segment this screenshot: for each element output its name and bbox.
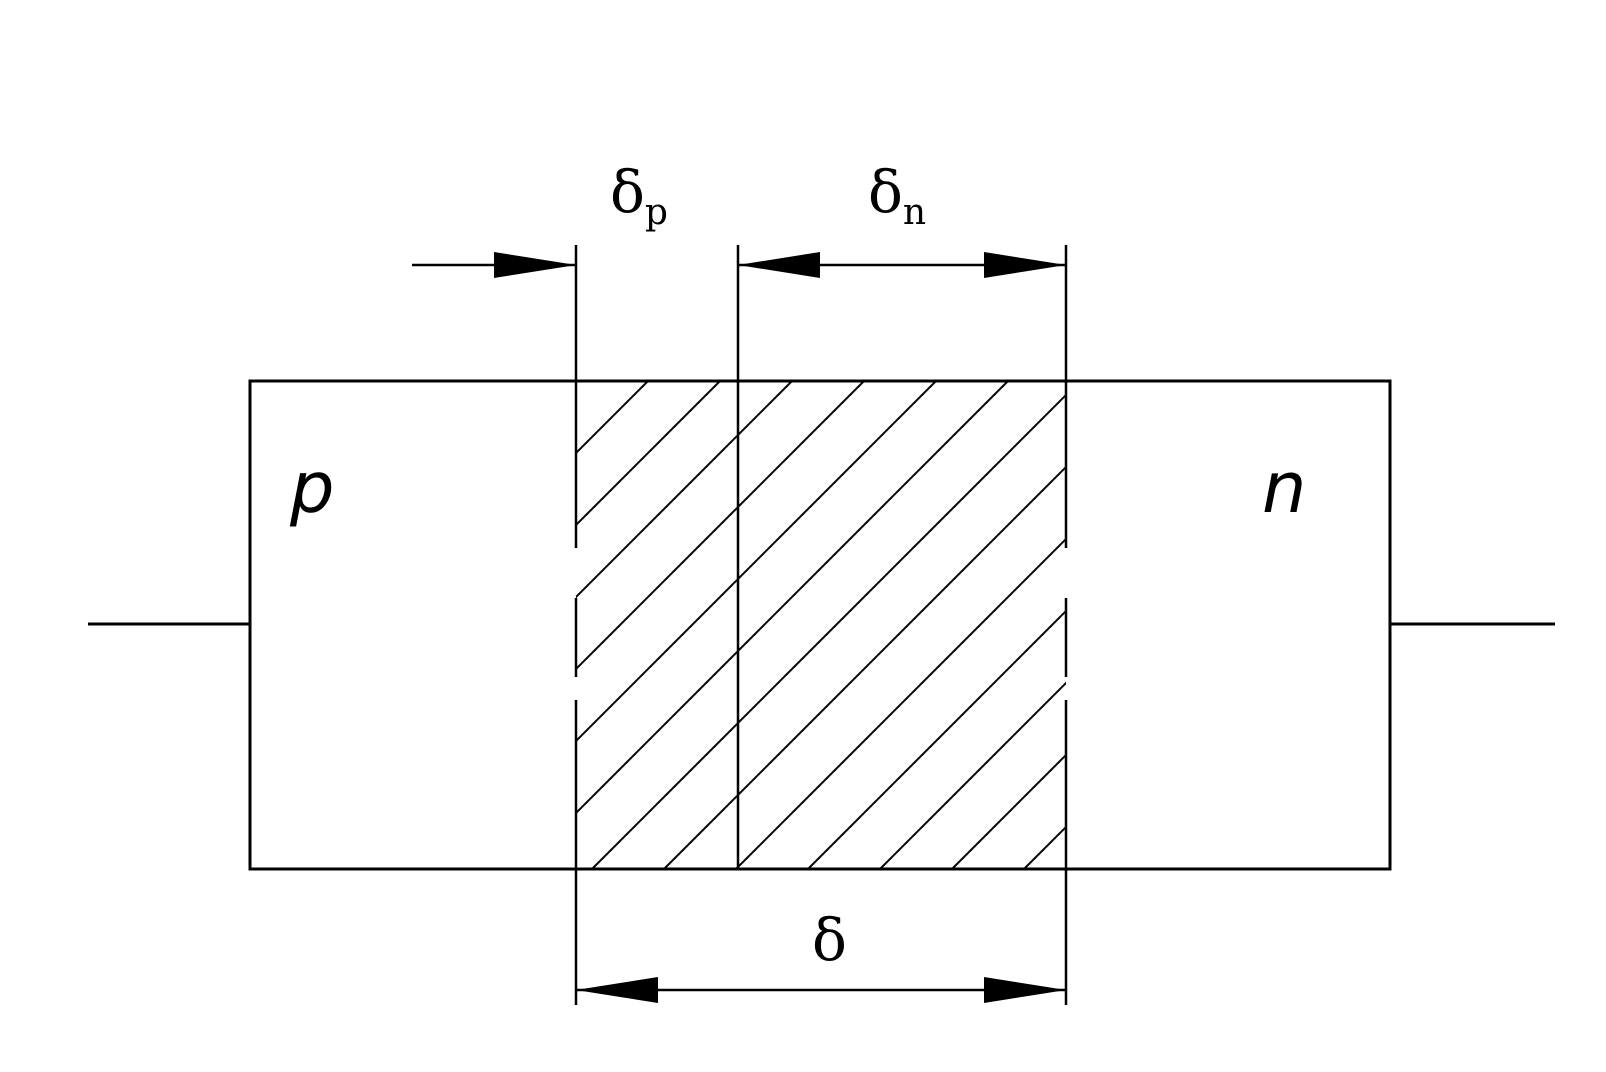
hatch-line [663, 465, 1066, 869]
hatch-line [879, 681, 1066, 869]
delta-p-label: δp [610, 158, 668, 233]
delta-total-label: δ [812, 906, 847, 974]
hatch-line [807, 609, 1066, 869]
delta-total-dimension-arrow [576, 977, 1066, 1003]
delta-n-label: δn [868, 158, 926, 233]
p-region-label: p [289, 447, 334, 529]
hatch-line [576, 381, 793, 599]
n-region-label: n [1262, 447, 1306, 529]
hatch-line [735, 537, 1066, 869]
hatch-line [576, 381, 1009, 815]
hatch-line [576, 381, 721, 527]
hatch-line [951, 753, 1066, 869]
hatch-line [576, 381, 865, 671]
depletion-region-hatching [576, 381, 1066, 869]
hatch-line [591, 393, 1066, 869]
hatch-line [576, 381, 937, 743]
delta-n-dimension-arrow [738, 252, 1066, 278]
delta-p-dimension-arrow [412, 252, 576, 278]
semiconductor-body [248, 379, 1392, 871]
